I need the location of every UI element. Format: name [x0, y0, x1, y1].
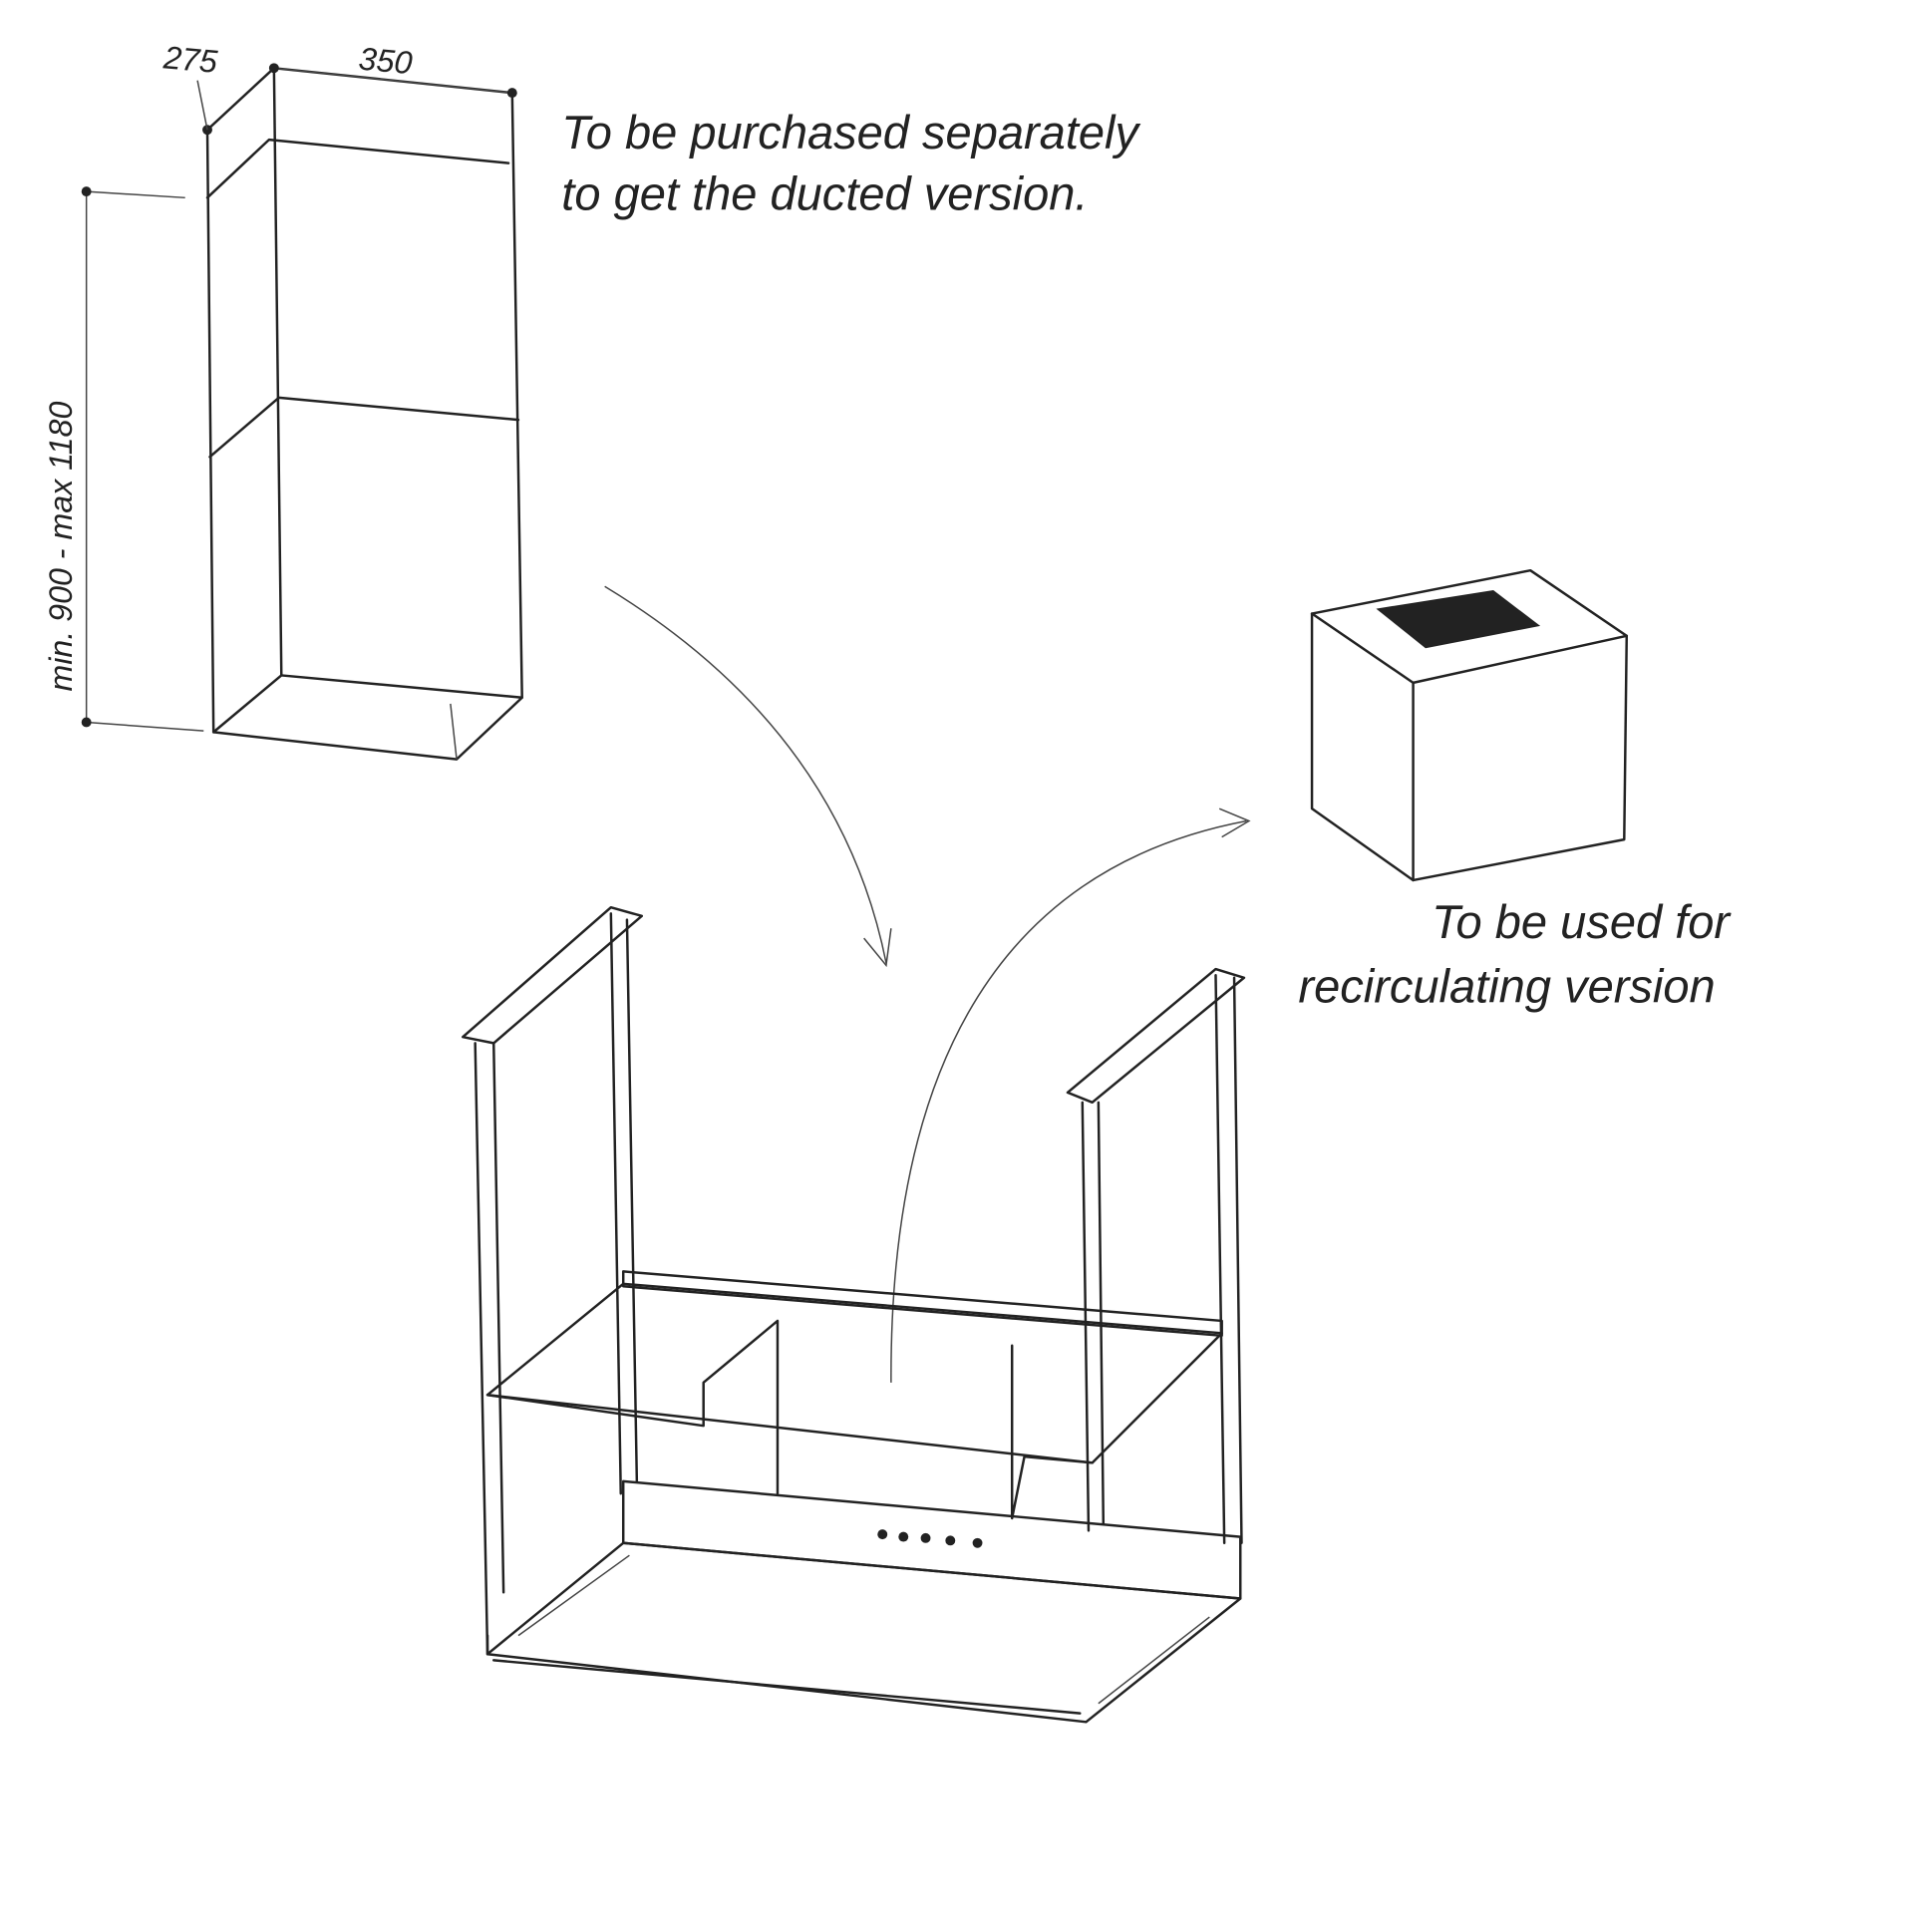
carbon-filter-box	[1310, 568, 1629, 882]
height-dimension: min. 900 - max 1180	[43, 402, 79, 692]
arrow-icon	[604, 585, 1251, 1383]
chimney-cover	[205, 67, 523, 761]
control-buttons	[877, 1529, 983, 1548]
filter-note-line1: To be used for	[1432, 895, 1732, 948]
dimension-lines: 275 350 min. 900 - max 1180	[43, 39, 517, 732]
filter-note-line2: recirculating version	[1298, 960, 1715, 1013]
chimney-note-line1: To be purchased separately	[561, 106, 1140, 159]
depth-dimension: 275	[161, 39, 219, 80]
width-dimension: 350	[357, 41, 414, 82]
island-hood	[462, 905, 1246, 1724]
chimney-note-line2: to get the ducted version.	[561, 167, 1088, 220]
